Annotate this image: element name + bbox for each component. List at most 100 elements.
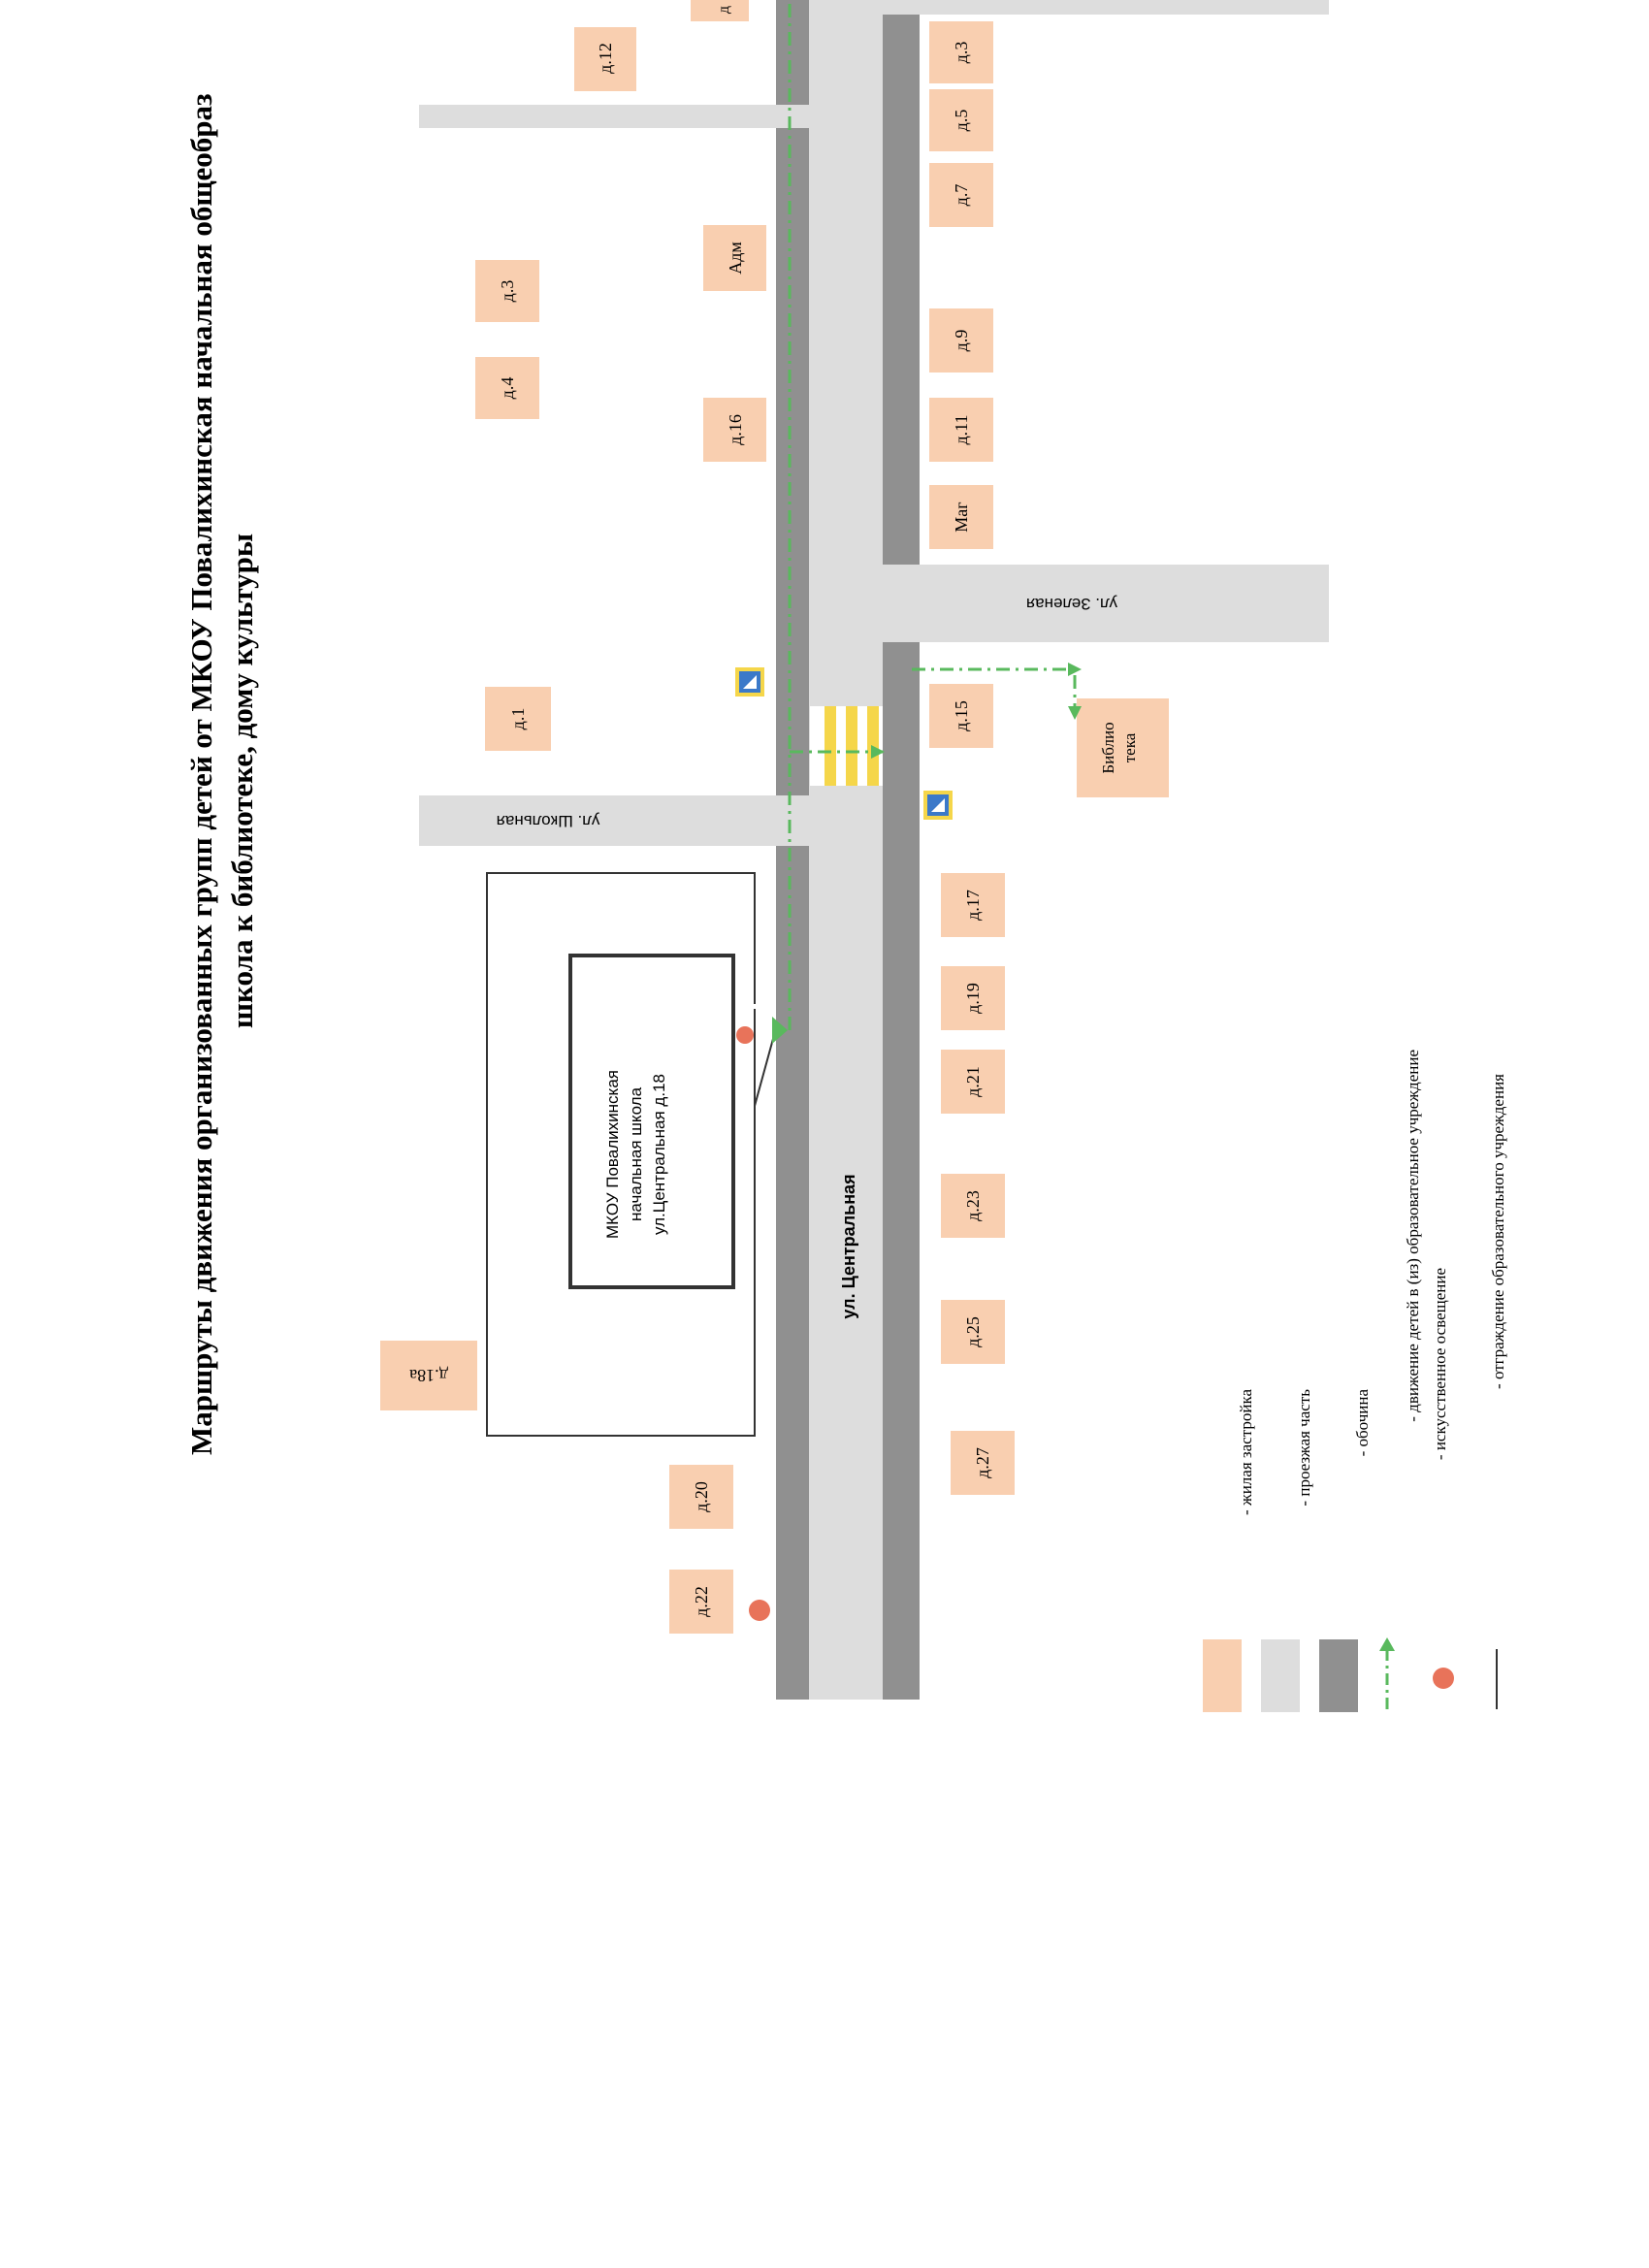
- right-shoulder-top: [883, 15, 920, 565]
- roadway-layer: [419, 0, 1329, 1700]
- house-d19: [941, 966, 1005, 1030]
- legend-shoulder-swatch: [1319, 1639, 1358, 1712]
- left-shoulder-top: [776, 0, 809, 105]
- arrow-icon: [871, 745, 885, 759]
- house-d-top: [691, 0, 749, 21]
- street-light-icon: [736, 1026, 754, 1044]
- legend-residential-label: - жилая застройка: [1237, 1389, 1255, 1515]
- house-d9: [929, 308, 993, 373]
- crosswalk: [810, 706, 883, 786]
- house-adm: [703, 225, 766, 291]
- house-label-d20: д.20: [692, 1481, 711, 1512]
- arrow-icon: [1379, 1637, 1395, 1651]
- street-label-central: ул. Центральная: [839, 1174, 858, 1319]
- house-label-d17: д.17: [963, 890, 983, 921]
- house-label-adm: Адм: [726, 242, 745, 275]
- arrow-icon: [1068, 663, 1082, 676]
- street-label-shkolnaya: ул. Школьная: [496, 812, 600, 830]
- house-d23: [941, 1174, 1005, 1238]
- house-label-d-top: д: [716, 5, 732, 15]
- arrow-icon: [772, 1017, 788, 1044]
- library: [1077, 698, 1169, 797]
- house-label-d27: д.27: [973, 1447, 992, 1478]
- arrow-icon: [1068, 706, 1082, 720]
- house-d12: [574, 27, 636, 91]
- legend-lighting-swatch: [1433, 1668, 1454, 1689]
- school-label-line3: ул.Центральная д.18: [650, 1074, 668, 1235]
- house-d16: [703, 398, 766, 462]
- house-label-d23: д.23: [963, 1190, 983, 1221]
- house-label-d15: д.15: [952, 700, 971, 731]
- house-label-d5: д.5: [952, 109, 971, 132]
- house-label-d4: д.4: [498, 376, 517, 400]
- house-d18a: [380, 1341, 477, 1410]
- library-label: Библио тека: [1098, 699, 1147, 796]
- house-label-d19: д.19: [963, 983, 983, 1014]
- house-label-d16: д.16: [726, 414, 745, 445]
- page-title-line1: Маршруты движения организованных групп д…: [184, 93, 218, 1455]
- crosswalk-sign-icon: [735, 667, 764, 697]
- house-d25: [941, 1300, 1005, 1364]
- legend-lighting-label: - искусственное освещение: [1431, 1268, 1449, 1461]
- crosswalk-sign-icon: [923, 791, 953, 820]
- house-d11: [929, 398, 993, 462]
- street-light-icon: [749, 1600, 770, 1621]
- house-label-d18a: д.18а: [409, 1366, 448, 1385]
- school-building: [568, 954, 735, 1289]
- school-label-line1: МКОУ Повалихинская: [603, 1070, 622, 1239]
- crosswalk-stripe: [824, 706, 836, 786]
- legend-shoulder-label: - обочина: [1353, 1389, 1372, 1457]
- house-d3-right: [929, 21, 993, 83]
- house-d5: [929, 89, 993, 151]
- school-label: МКОУ Повалихинская начальная школа ул.Це…: [601, 1009, 698, 1300]
- house-d20: [669, 1465, 733, 1529]
- house-label-d22: д.22: [692, 1586, 711, 1617]
- legend-roadway-label: - проезжая часть: [1295, 1389, 1313, 1507]
- residential-layer: [380, 0, 1169, 1634]
- school-label-line2: начальная школа: [627, 1086, 645, 1222]
- house-mag: [929, 485, 993, 549]
- library-label-line2: тека: [1120, 732, 1139, 763]
- legend-residential-swatch: [1203, 1639, 1242, 1712]
- school-fence: [486, 872, 756, 1437]
- house-d3-left: [475, 260, 539, 322]
- right-shoulder-bottom: [883, 642, 920, 1700]
- house-d15: [929, 684, 993, 748]
- house-d1: [485, 687, 551, 751]
- zelenaya-street-roadway: [883, 565, 1329, 642]
- shoulder-layer: [776, 0, 920, 1700]
- house-label-d3-left: д.3: [498, 279, 517, 303]
- house-label-d11: д.11: [952, 414, 971, 445]
- street-label-zelenaya: ул. Зеленая: [1025, 595, 1118, 613]
- house-label-d9: д.9: [952, 329, 971, 352]
- route-arrows: [772, 663, 1082, 1044]
- top-left-street-roadway: [419, 105, 807, 128]
- legend-movement-label: - движение детей в (из) образовательное …: [1404, 1050, 1422, 1422]
- house-label-d1: д.1: [508, 707, 528, 730]
- library-label-line1: Библио: [1099, 722, 1117, 774]
- house-label-d3-right: д.3: [952, 41, 971, 64]
- shkolnaya-street-roadway: [419, 795, 807, 846]
- house-d22: [669, 1570, 733, 1634]
- legend-swatches: [1203, 1637, 1498, 1712]
- house-label-d21: д.21: [963, 1066, 983, 1097]
- house-label-mag: Маг: [952, 502, 971, 533]
- crosswalk-stripe: [846, 706, 857, 786]
- school-area: [486, 872, 777, 1437]
- left-shoulder-bottom: [776, 846, 809, 1700]
- legend-fence-label: - отграждение образовательного учреждени…: [1489, 1074, 1507, 1389]
- top-right-street-roadway: [883, 0, 1329, 15]
- house-label-d25: д.25: [963, 1316, 983, 1347]
- house-d7: [929, 163, 993, 227]
- house-d17: [941, 873, 1005, 937]
- house-d4: [475, 357, 539, 419]
- house-d21: [941, 1050, 1005, 1114]
- house-d27: [951, 1431, 1015, 1495]
- left-shoulder-middle: [776, 128, 809, 795]
- house-label-d7: д.7: [952, 183, 971, 207]
- page-title-line2: школа к библиотеке, дому культуры: [225, 533, 259, 1029]
- legend-roadway-swatch: [1261, 1639, 1300, 1712]
- crossing-signs: [735, 667, 953, 820]
- house-label-d12: д.12: [596, 43, 615, 74]
